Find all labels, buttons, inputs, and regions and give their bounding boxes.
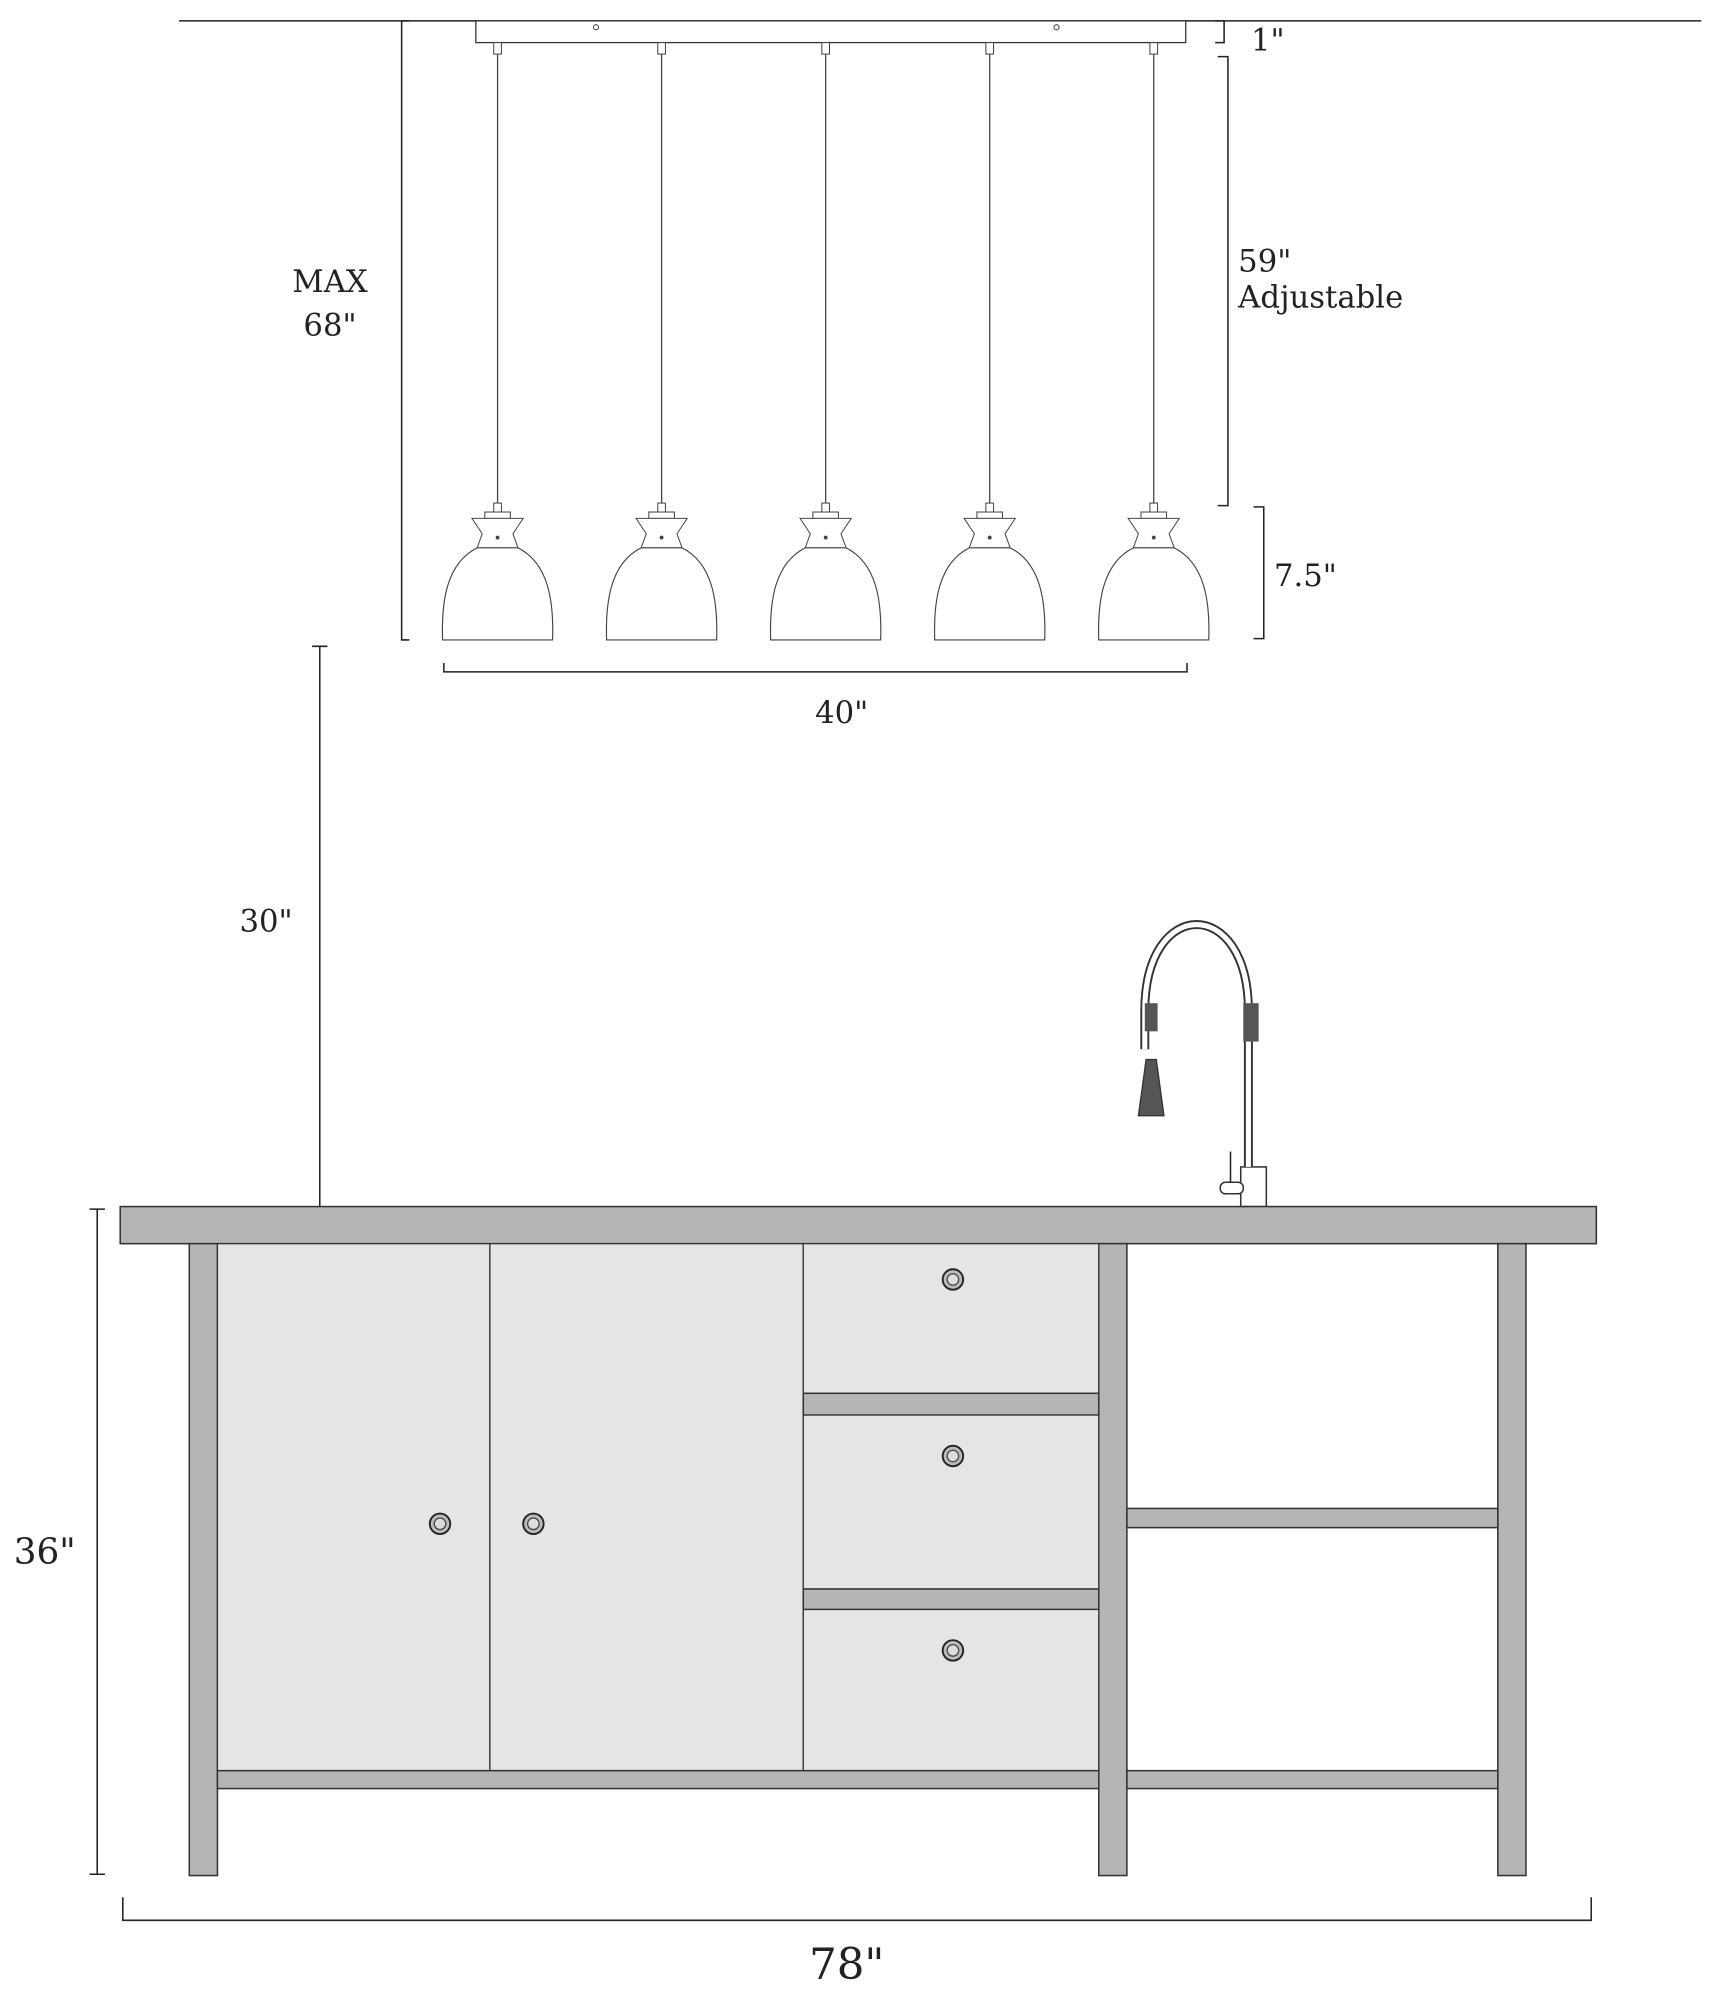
knob (428, 1512, 452, 1535)
drawer-bottom (802, 1608, 1100, 1772)
cabinet-door-left (216, 1243, 491, 1772)
max-height-bracket (400, 20, 410, 641)
clearance-label: 30" (239, 905, 292, 940)
drawer-middle (802, 1414, 1100, 1590)
adjustable-value: 59" (1238, 245, 1291, 280)
canopy-height-bracket (1215, 20, 1225, 44)
shade-height-label: 7.5" (1274, 559, 1337, 594)
clearance-line (312, 645, 328, 1207)
canopy-height-label: 1" (1251, 23, 1285, 58)
pendant-light (769, 42, 882, 641)
knob (522, 1512, 545, 1535)
adjustable-label: Adjustable (1237, 280, 1403, 315)
island-width-label: 78" (809, 1940, 884, 1990)
cabinet-door-right (489, 1243, 804, 1772)
knob (941, 1639, 965, 1662)
pendant-light (1097, 42, 1210, 641)
island-width-bracket (122, 1897, 1592, 1922)
adjustable-bracket (1217, 55, 1229, 507)
max-height-value: 68" (303, 309, 356, 344)
drawer-top (802, 1243, 1100, 1394)
canopy (475, 20, 1187, 44)
faucet (1137, 920, 1268, 1208)
knob (941, 1444, 965, 1468)
max-height-label: MAX (292, 265, 368, 300)
knob (941, 1268, 965, 1291)
pendants (441, 42, 1210, 641)
pendant-light (441, 42, 554, 641)
pendant-light (933, 42, 1046, 641)
fixture-width-bracket (443, 662, 1188, 673)
kitchen-island (119, 1205, 1598, 1877)
pendant-light (605, 42, 718, 641)
fixture-width-label: 40" (815, 696, 868, 731)
island-height-label: 36" (14, 1531, 76, 1572)
shade-height-bracket (1253, 506, 1265, 640)
island-height-bracket (89, 1208, 105, 1876)
